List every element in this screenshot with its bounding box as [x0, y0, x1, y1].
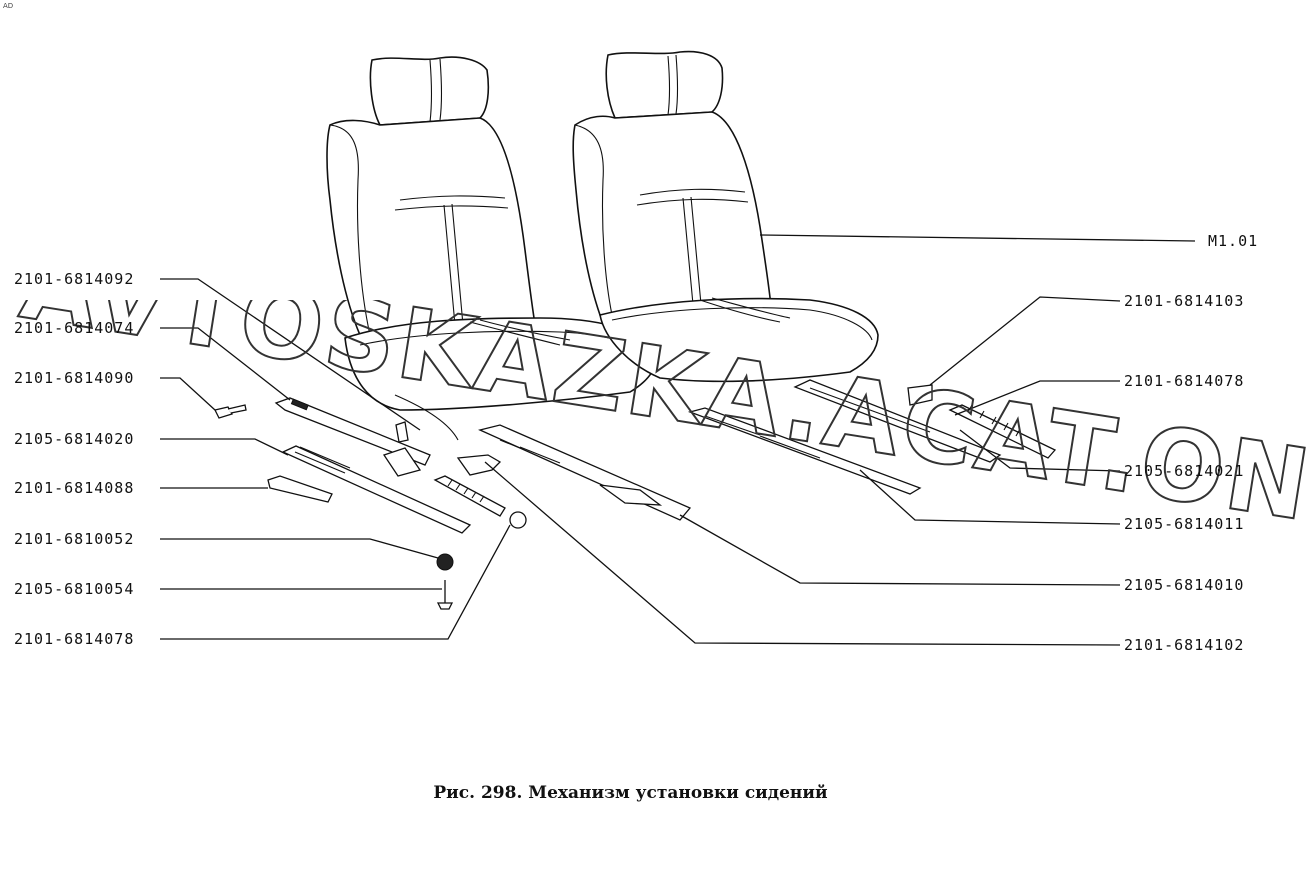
part-label: 2101-6814090	[14, 369, 135, 387]
part-label: 2101-6814103	[1124, 292, 1245, 310]
figure-caption: Рис. 298. Механизм установки сидений	[433, 783, 828, 803]
corner-mark: AD	[3, 2, 14, 10]
part-label: 2105-6814011	[1124, 515, 1245, 533]
part-label: M1.01	[1208, 232, 1259, 250]
part-label: 2101-6814102	[1124, 636, 1245, 654]
right-seat	[572, 50, 879, 383]
part-label: 2105-6814020	[14, 430, 135, 448]
part-label: 2105-6810054	[14, 580, 135, 598]
part-label: 2101-6814092	[14, 270, 135, 288]
part-label: 2101-6814088	[14, 479, 135, 497]
part-label: 2101-6810052	[14, 530, 135, 548]
left-seat	[326, 56, 657, 441]
part-label: 2101-6814078	[14, 630, 135, 648]
watermark: AVTOSKAZKA.ACAT.ONLINE	[13, 300, 1310, 520]
part-label: 2101-6814074	[14, 319, 135, 337]
leader-lines	[160, 234, 1196, 646]
part-label: 2101-6814078	[1124, 372, 1245, 390]
part-label: 2105-6814021	[1124, 462, 1245, 480]
part-label: 2105-6814010	[1124, 576, 1245, 594]
svg-text:AVTOSKAZKA.ACAT.ONLINE: AVTOSKAZKA.ACAT.ONLINE	[14, 300, 1310, 520]
